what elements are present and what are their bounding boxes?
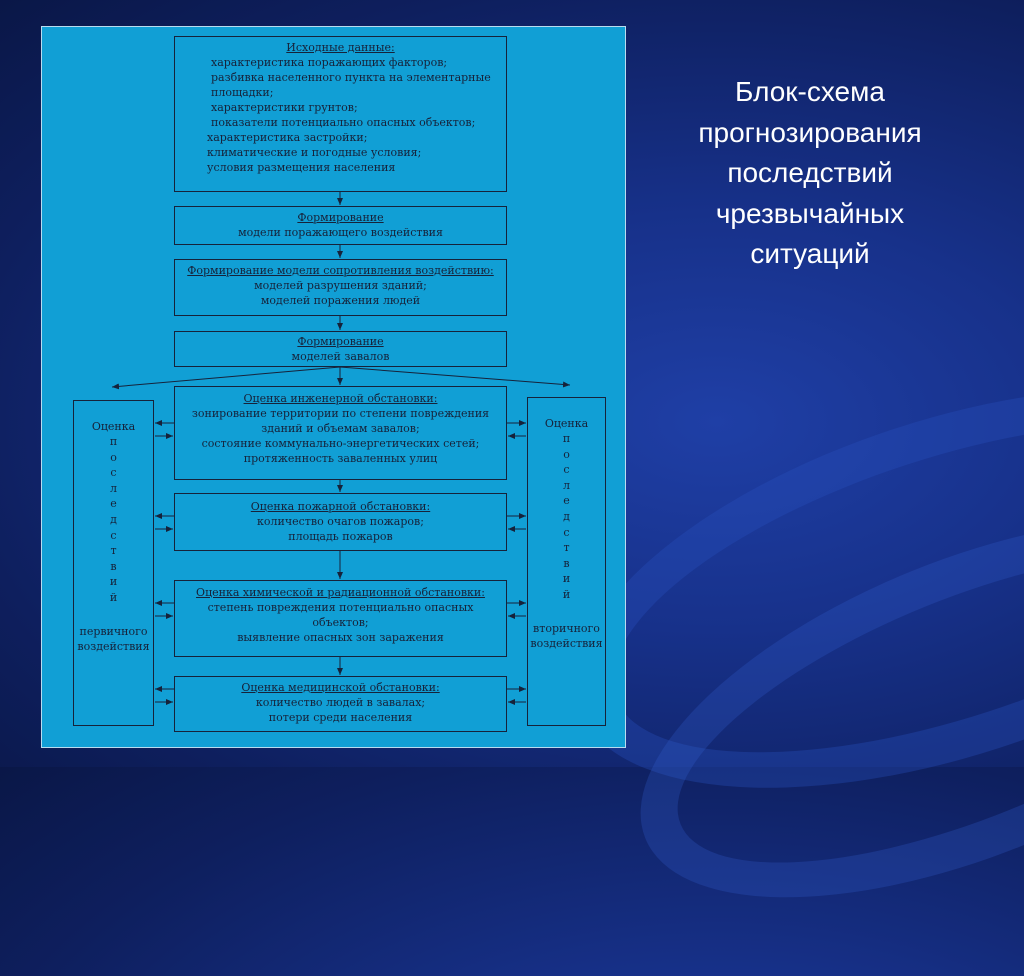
input-data-line: климатические и погодные условия;	[207, 146, 422, 159]
chem-rad-box: Оценка химической и радиационной обстано…	[174, 580, 507, 657]
column-letter: т	[110, 544, 117, 558]
column-letter: т	[563, 541, 570, 555]
fire-line: площадь пожаров	[288, 530, 393, 543]
chem-rad-heading: Оценка химической и радиационной обстано…	[196, 586, 485, 599]
impact-model-box: Формирование модели поражающего воздейст…	[174, 206, 507, 245]
column-bottom-line: воздействия	[77, 639, 150, 653]
medical-line: количество людей в завалах;	[255, 696, 426, 709]
slide-title-line: Блок-схема	[735, 76, 885, 107]
medical-box: Оценка медицинской обстановки: количеств…	[174, 676, 507, 732]
column-letter: с	[563, 463, 570, 477]
column-bottom-line: первичного	[79, 624, 148, 638]
column-letter: с	[563, 525, 570, 539]
rubble-model-line: моделей завалов	[291, 350, 390, 363]
engineering-line: протяженность заваленных улиц	[243, 452, 438, 465]
secondary-column-letters: п о с л е д с т в и й	[528, 431, 605, 603]
diagram-panel	[41, 26, 626, 748]
secondary-impact-column: Оценка п о с л е д с т в и й вторичного …	[527, 397, 606, 726]
column-bottom-line: воздействия	[530, 636, 603, 650]
primary-impact-column: Оценка п о с л е д с т в и й первичного …	[73, 400, 154, 726]
column-letter: й	[109, 590, 118, 604]
column-letter: о	[563, 447, 570, 461]
medical-heading: Оценка медицинской обстановки:	[241, 681, 440, 694]
input-data-box: Исходные данные: характеристика поражающ…	[174, 36, 507, 192]
slide-title-line: ситуаций	[750, 238, 870, 269]
slide-title: Блок-схема прогнозирования последствий ч…	[660, 72, 960, 275]
input-data-line: условия размещения населения	[207, 161, 396, 174]
resistance-model-box: Формирование модели сопротивления воздей…	[174, 259, 507, 316]
column-bottom-line: вторичного	[533, 621, 600, 635]
secondary-column-bottom: вторичного воздействия	[528, 621, 605, 651]
engineering-line: зданий и объемам завалов;	[261, 422, 420, 435]
column-letter: е	[110, 497, 117, 511]
chem-rad-line: объектов;	[312, 616, 369, 629]
flow-arrows	[111, 192, 571, 705]
engineering-box: Оценка инженерной обстановки: зонировани…	[174, 386, 507, 480]
primary-column-top: Оценка	[91, 420, 136, 433]
input-data-line: характеристики грунтов;	[211, 101, 358, 114]
rubble-model-heading: Формирование	[297, 335, 384, 348]
secondary-column-top: Оценка	[544, 417, 589, 430]
column-letter: и	[562, 572, 571, 586]
input-data-line: характеристика поражающих факторов;	[211, 56, 448, 69]
engineering-heading: Оценка инженерной обстановки:	[243, 392, 438, 405]
column-letter: в	[110, 559, 117, 573]
impact-model-heading: Формирование	[297, 211, 384, 224]
column-letter: о	[110, 450, 117, 464]
primary-column-letters: п о с л е д с т в и й	[74, 434, 153, 606]
arrow-fan-left	[111, 366, 341, 390]
column-letter: п	[562, 432, 571, 445]
chem-rad-line: степень повреждения потенциально опасных	[207, 601, 474, 614]
resistance-model-line: моделей разрушения зданий;	[254, 279, 427, 292]
input-data-line: характеристика застройки;	[207, 131, 368, 144]
column-letter: л	[563, 478, 570, 492]
engineering-line: состояние коммунально-энергетических сет…	[201, 437, 480, 450]
chem-rad-line: выявление опасных зон заражения	[237, 631, 444, 644]
column-letter: л	[110, 481, 117, 495]
column-letter: д	[110, 512, 117, 526]
slide-title-line: прогнозирования	[698, 116, 922, 148]
column-letter: с	[110, 528, 117, 542]
resistance-model-heading: Формирование модели сопротивления воздей…	[187, 264, 494, 277]
impact-model-line: модели поражающего воздействия	[238, 226, 443, 239]
column-letter: п	[109, 435, 118, 448]
engineering-line: зонирование территории по степени повреж…	[191, 407, 490, 420]
input-data-line: показатели потенциально опасных объектов…	[211, 116, 476, 129]
input-data-line: площадки;	[211, 86, 274, 99]
input-data-heading: Исходные данные:	[286, 41, 395, 54]
slide-title-line: чрезвычайных	[715, 197, 905, 229]
input-data-line: разбивка населенного пункта на элементар…	[211, 71, 491, 84]
resistance-model-line: моделей поражения людей	[260, 294, 421, 307]
fire-box: Оценка пожарной обстановки: количество о…	[174, 493, 507, 551]
column-letter: и	[109, 575, 118, 589]
slide-title-line: последствий	[727, 157, 893, 188]
primary-column-bottom: первичного воздействия	[74, 624, 153, 654]
fire-line: количество очагов пожаров;	[257, 515, 424, 528]
arrow-fan-right	[339, 366, 571, 388]
column-letter: е	[563, 494, 570, 508]
rubble-model-box: Формирование моделей завалов	[174, 331, 507, 367]
fire-heading: Оценка пожарной обстановки:	[250, 500, 431, 513]
column-letter: с	[110, 466, 117, 480]
column-letter: д	[563, 509, 570, 523]
column-letter: й	[562, 587, 571, 601]
medical-line: потери среди населения	[268, 711, 413, 724]
column-letter: в	[563, 556, 570, 570]
